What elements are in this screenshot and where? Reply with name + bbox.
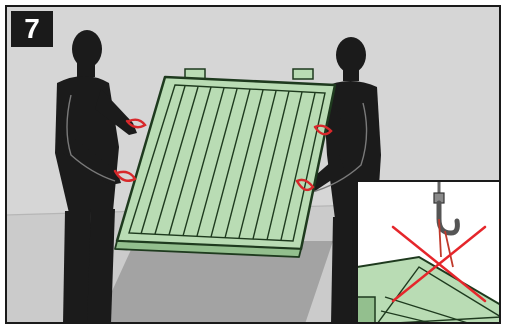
illustration-canvas [4, 5, 502, 325]
prohibition-cross-icon [391, 225, 487, 303]
worker-left-arm-outline [66, 94, 116, 182]
instruction-illustration: 7 [4, 5, 502, 325]
inset-no-crane-lifting [356, 180, 502, 325]
illustration-border [5, 5, 501, 324]
panel-shadow [97, 241, 333, 324]
crane-hook-icon [433, 181, 460, 268]
worker-left [55, 30, 137, 324]
step-number-badge: 7 [11, 11, 53, 47]
carrying-straps [113, 118, 333, 192]
worker-right-arm-outline [308, 102, 368, 194]
solar-collector-panel [114, 68, 337, 258]
